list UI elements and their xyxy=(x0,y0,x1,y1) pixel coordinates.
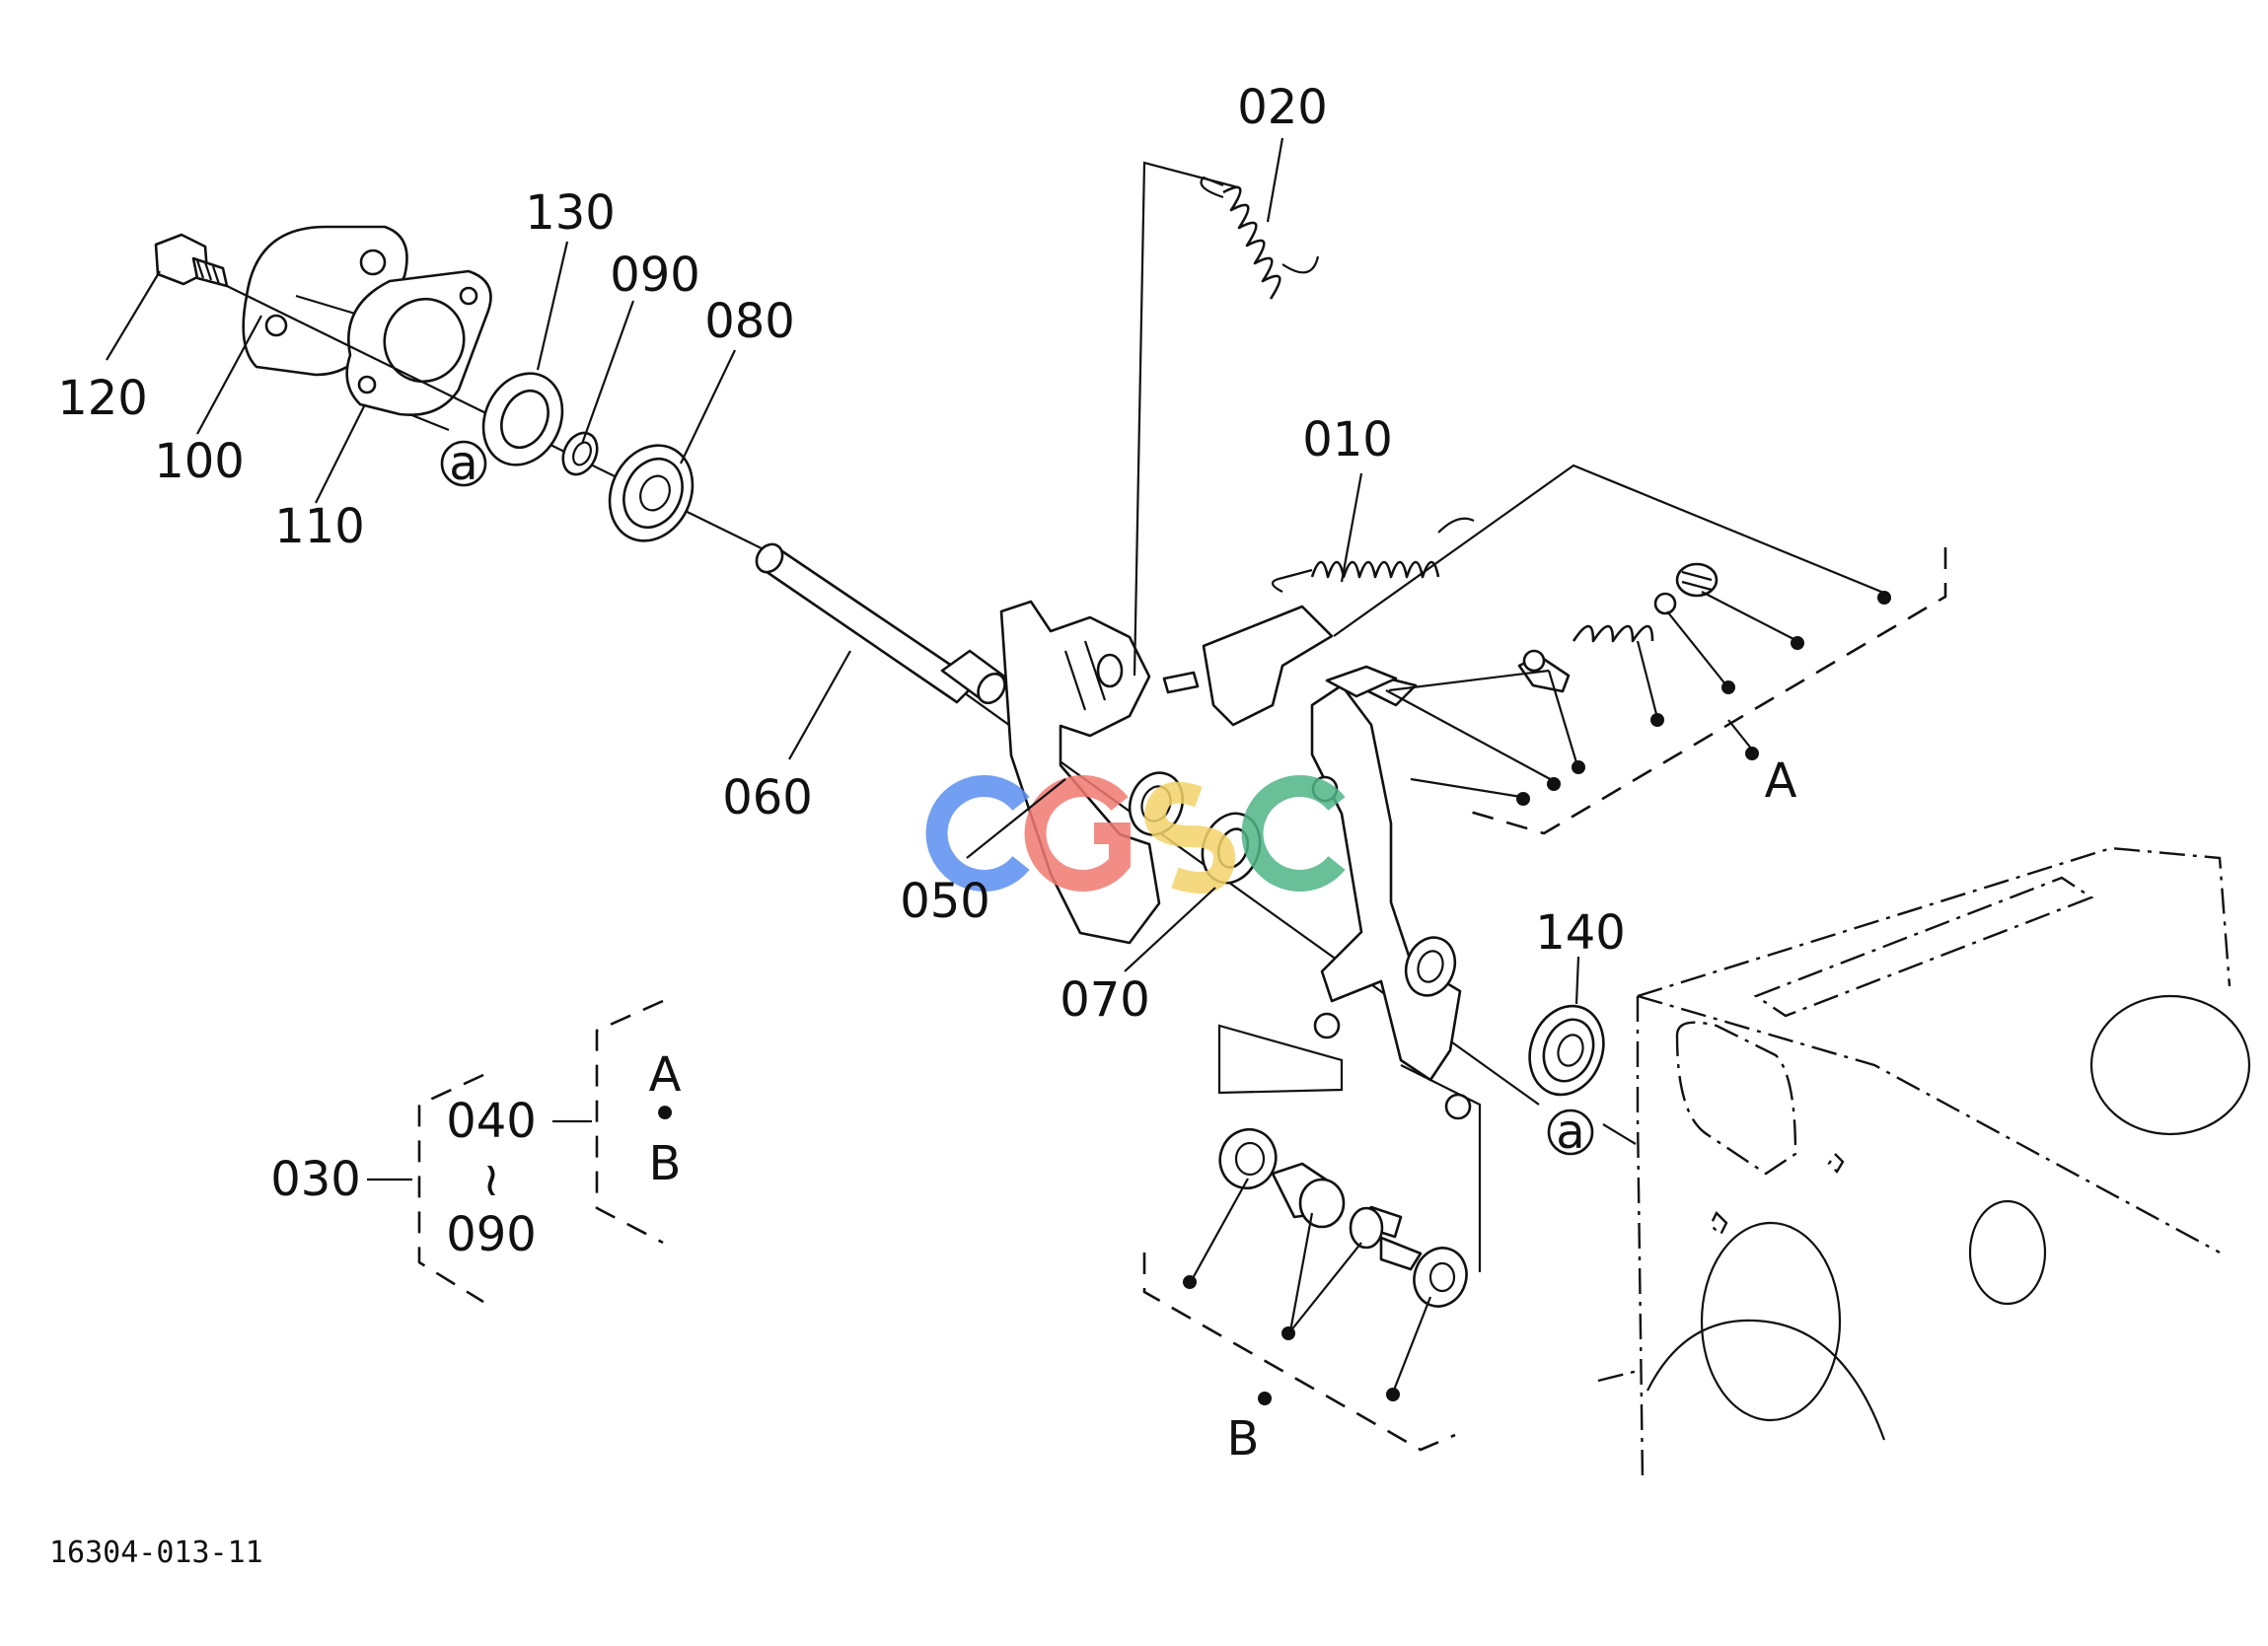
bolt-120[interactable] xyxy=(154,233,229,288)
circlip-090[interactable] xyxy=(556,427,604,479)
seal-130[interactable] xyxy=(469,360,576,477)
group-b-leaders xyxy=(1142,1024,1482,1452)
drawing-number: 16304-013-11 xyxy=(49,1536,263,1570)
gasket-110[interactable] xyxy=(345,269,492,416)
engine-block-outline xyxy=(1597,846,2251,1480)
spring-020[interactable] xyxy=(1200,176,1320,300)
label-110: 110 xyxy=(274,499,365,554)
label-range-tilde: ≀ xyxy=(482,1152,500,1207)
label-140: 140 xyxy=(1535,905,1626,961)
label-kit-dot: • xyxy=(651,1087,679,1142)
label-kit-a: A xyxy=(649,1047,682,1103)
label-010: 010 xyxy=(1302,412,1393,467)
label-030: 030 xyxy=(270,1152,361,1207)
label-060: 060 xyxy=(722,770,813,825)
label-090-kit: 090 xyxy=(446,1207,537,1262)
label-050: 050 xyxy=(900,874,990,929)
kit-bracket xyxy=(367,999,664,1304)
ball-group-a[interactable] xyxy=(1653,592,1677,615)
fork-lever-050[interactable] xyxy=(999,600,1191,945)
spring-010[interactable] xyxy=(1271,517,1475,593)
label-leaders xyxy=(106,137,1637,1145)
label-080: 080 xyxy=(704,294,795,349)
reference-a-lower: a xyxy=(1547,1105,1594,1160)
bearing-140[interactable] xyxy=(1517,995,1615,1105)
watermark-logo xyxy=(925,775,1346,895)
bearing-080[interactable] xyxy=(595,432,708,554)
stopper-pin[interactable] xyxy=(1517,649,1571,693)
spring-group-a[interactable] xyxy=(1572,624,1654,643)
adjusting-screw[interactable] xyxy=(1675,562,1719,598)
svg-text:a: a xyxy=(449,436,477,491)
group-a-leaders xyxy=(1333,464,1947,835)
label-group-b: B xyxy=(1227,1411,1260,1467)
label-020: 020 xyxy=(1237,80,1328,135)
label-120: 120 xyxy=(57,371,148,426)
governor-lever[interactable] xyxy=(1310,674,1472,1120)
shaft-060[interactable] xyxy=(752,539,1010,708)
group-b-parts[interactable] xyxy=(1211,1121,1474,1314)
reference-a-upper: a xyxy=(440,436,487,491)
link-bracket[interactable] xyxy=(1162,605,1398,727)
label-group-a: A xyxy=(1765,753,1797,809)
svg-text:a: a xyxy=(1556,1105,1584,1160)
leader-020 xyxy=(1133,161,1239,677)
label-070: 070 xyxy=(1060,972,1150,1028)
label-kit-b: B xyxy=(649,1136,682,1191)
label-100: 100 xyxy=(154,434,245,489)
label-130: 130 xyxy=(525,185,616,241)
label-040: 040 xyxy=(446,1094,537,1149)
label-090: 090 xyxy=(610,248,700,303)
